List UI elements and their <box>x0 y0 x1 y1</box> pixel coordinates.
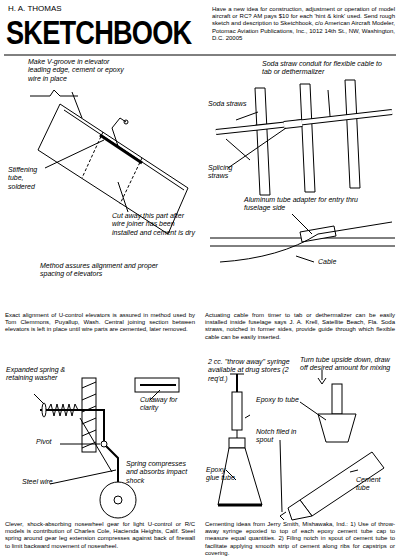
part-note: 2 cc. "throw away" syringe available at … <box>208 358 298 383</box>
submission-note: Have a new idea for construction, adjust… <box>212 6 395 42</box>
part-note: Cement tube <box>356 476 396 493</box>
tip-caption: Actuating cable from timer to tab or det… <box>205 312 395 341</box>
tip-caption: Clever, shock-absorbing nosewheel gear f… <box>5 521 195 550</box>
page-title: SKETCHBOOK <box>6 15 191 49</box>
part-note: Cut away this part after wire joiner has… <box>112 212 196 237</box>
part-note: Pivot <box>36 438 66 446</box>
syringe-tube-drawing <box>218 370 384 520</box>
tip-caption: Exact alignment of U-control elevators i… <box>5 312 195 334</box>
part-note: Soda straws <box>208 100 248 108</box>
part-note: Cutaway for clarity <box>140 396 190 413</box>
tip-caption: Cementing ideas from Jerry Smith, Mishaw… <box>205 521 395 557</box>
part-note: Aluminum tube adapter for entry thru fus… <box>244 196 374 213</box>
author-byline: H. A. THOMAS <box>8 4 108 14</box>
part-note: Notch filed in spout <box>256 428 306 445</box>
part-note: Soda straw conduit for flexible cable to… <box>262 60 382 77</box>
fuselage-straw-drawing <box>210 80 395 262</box>
part-note: Spring compresses and absorbs impact sho… <box>126 460 196 485</box>
part-note: Epoxy glue tube <box>206 466 240 483</box>
part-note: Cable <box>318 258 358 266</box>
part-note: Turn tube upside down, draw off desired … <box>300 356 396 373</box>
part-note: Expanded spring & retaining washer <box>6 366 66 383</box>
part-note: Epoxy to tube <box>256 396 306 404</box>
part-note: Method assures alignment and proper spac… <box>40 262 170 279</box>
part-note: Stiffening tube, soldered <box>8 166 48 191</box>
part-note: Make V-groove in elevator leading edge, … <box>28 58 128 83</box>
part-note: Steel wire <box>22 478 56 486</box>
part-note: Splicing straws <box>208 164 248 181</box>
header-rule <box>4 55 396 56</box>
